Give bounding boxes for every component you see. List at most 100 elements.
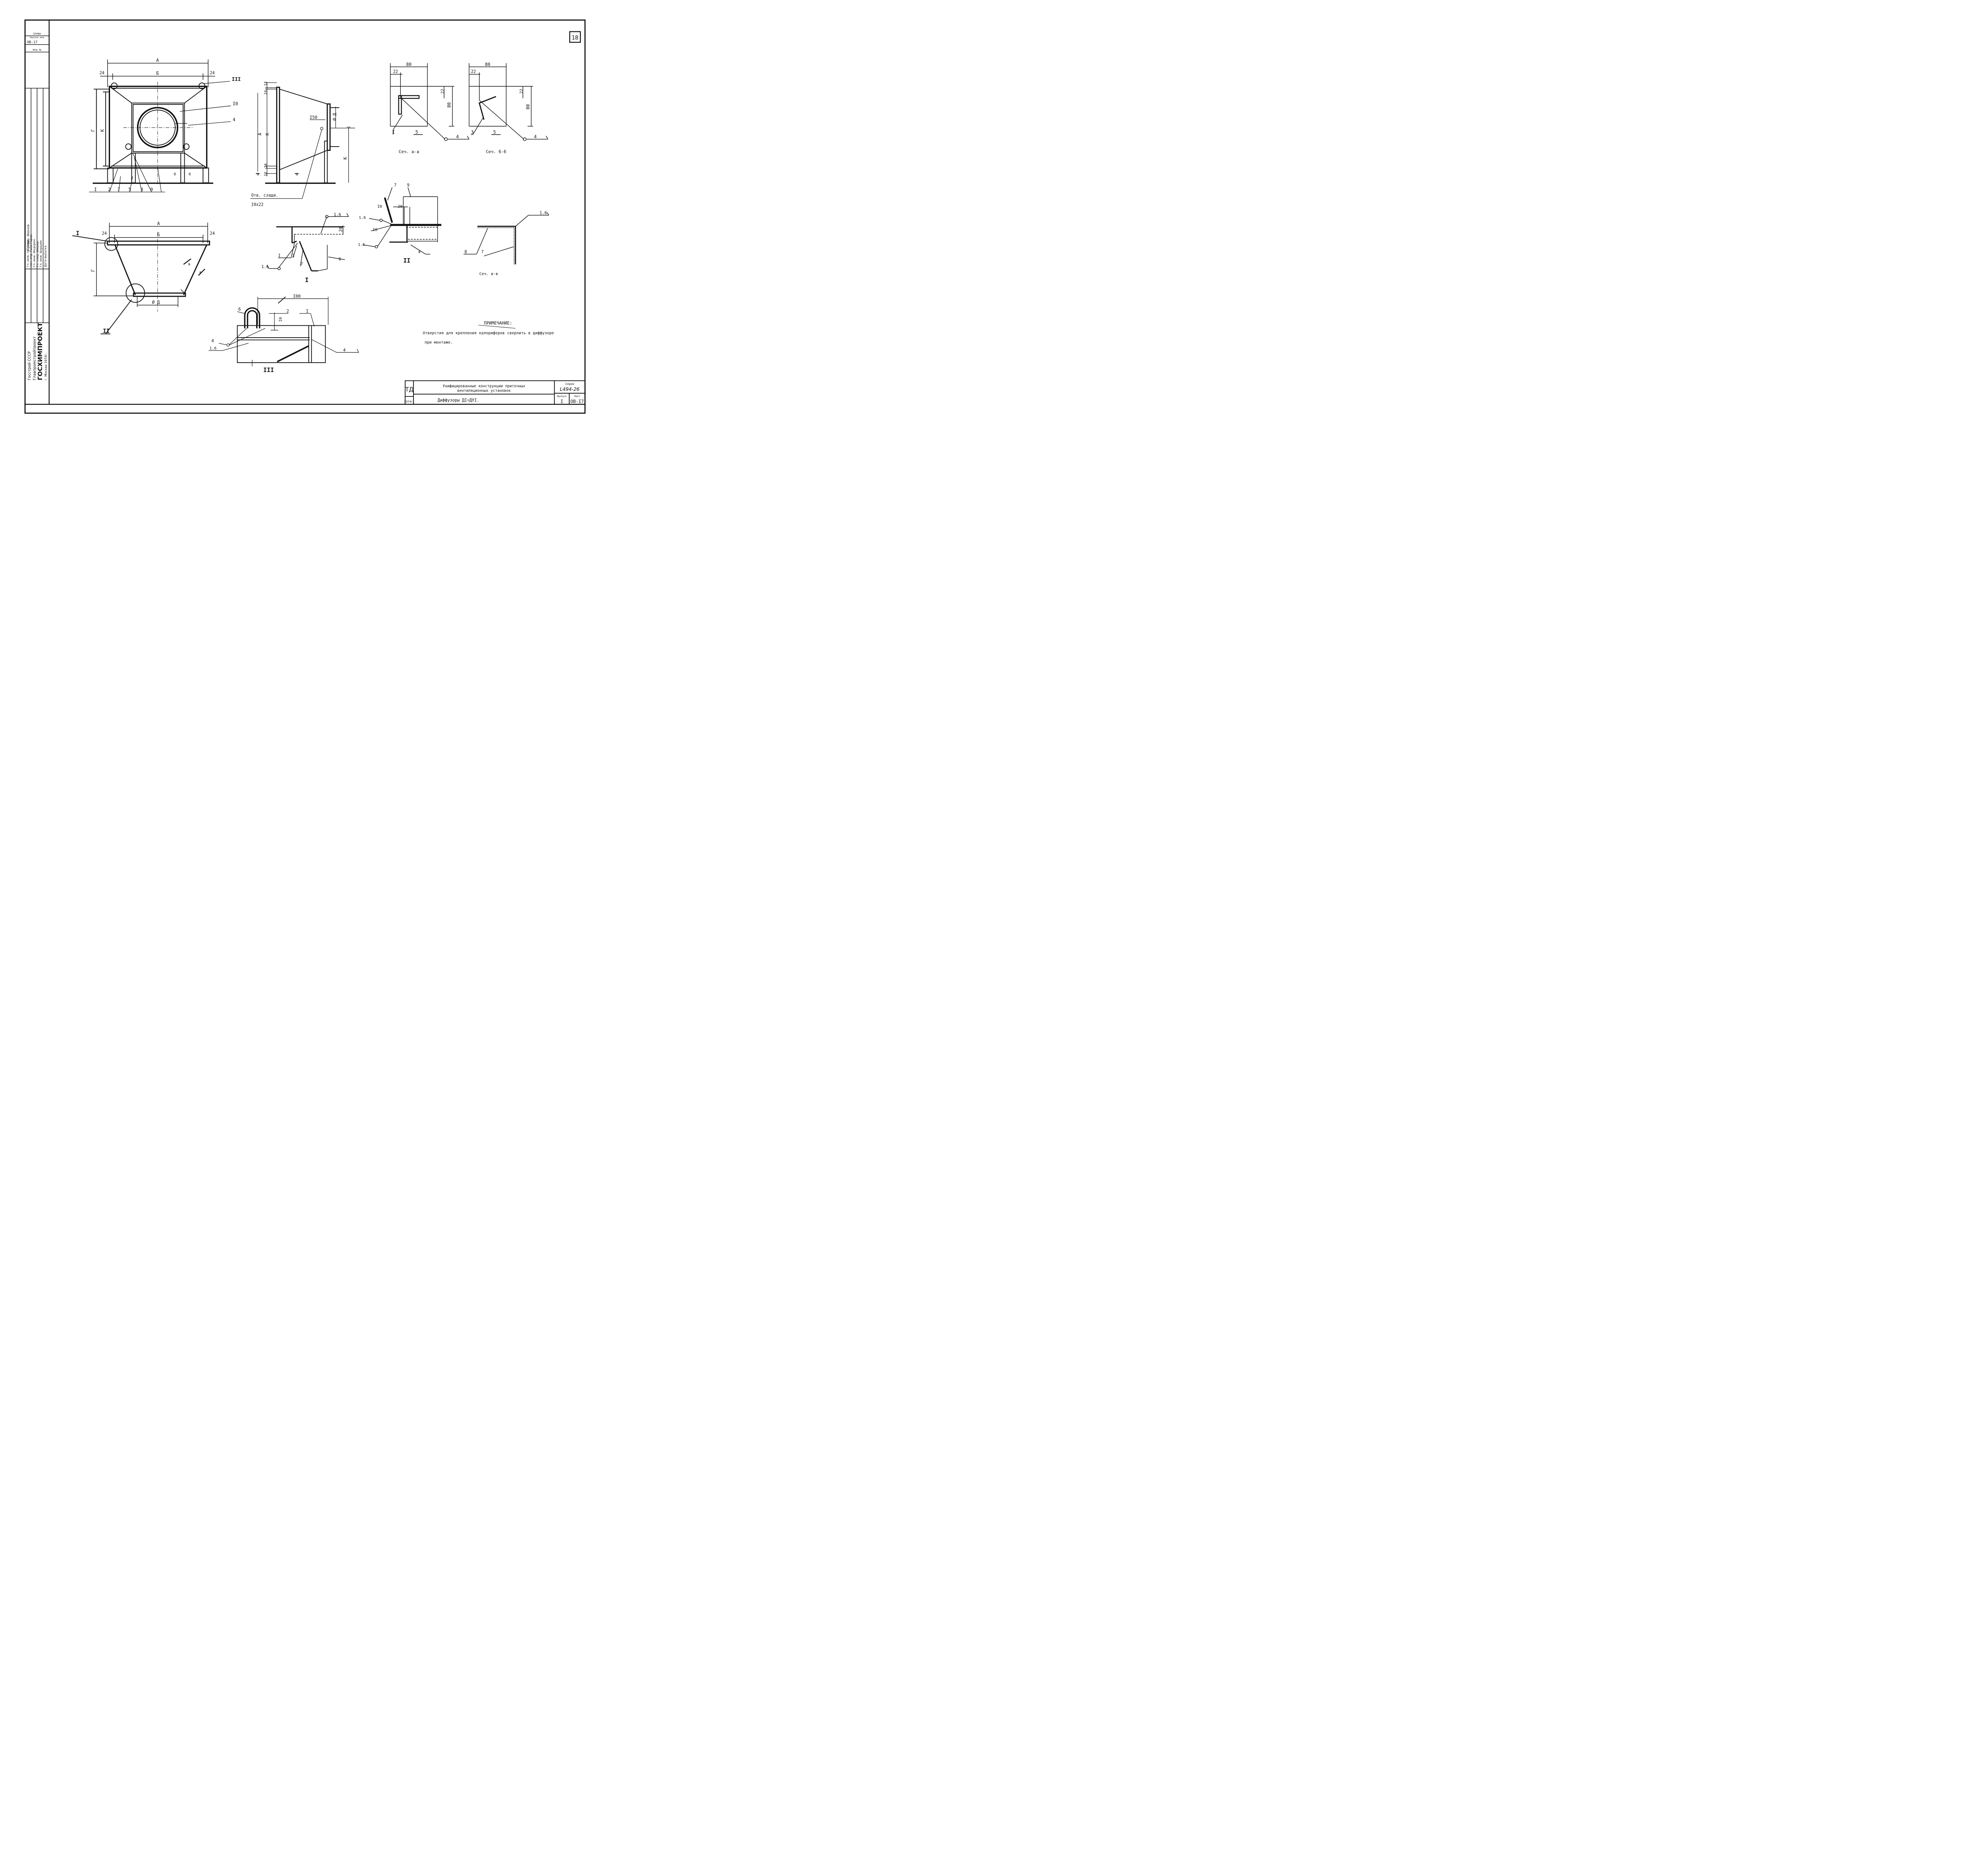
bb-caption: Сеч. б-б: [486, 149, 506, 154]
detail-i: 1.6 20 I 3 7 9 1.6 I: [261, 213, 349, 284]
detail-iii-label-2: 2: [286, 309, 289, 314]
ref-value: ОВ-17: [27, 41, 38, 44]
aa-weld: 4: [456, 134, 459, 139]
side-dim-k-right: К: [343, 157, 348, 160]
front-dim-i: Г: [91, 129, 96, 132]
detail-ii-label-9: 9: [407, 183, 410, 187]
front-label-1: I: [94, 187, 97, 192]
plan-callout-ii: II: [103, 328, 110, 334]
front-label-3: 3: [141, 187, 143, 192]
org-line-2: Главпромстройпроект: [33, 336, 37, 380]
detail-i-label-1: I: [278, 253, 280, 258]
plan-section-v-upper: в: [188, 262, 191, 267]
sig-row-6: Дата выпуска: [44, 245, 47, 267]
bb-label-5: 5: [493, 129, 496, 135]
detail-iii-label-1: I: [306, 309, 308, 314]
sig-row-1: Гл. инж. пр. Геор.: [26, 239, 29, 267]
detail-iii-weld-small: 1.6: [210, 346, 217, 351]
plan-dim-g: Г: [91, 269, 96, 272]
detail-i-title: I: [305, 276, 309, 284]
front-dim-a: А: [156, 58, 159, 63]
detail-i-label-9: 9: [338, 257, 341, 262]
detail-iii-title: III: [263, 366, 274, 373]
front-label-7: 7: [117, 187, 120, 192]
side-dim-k: К: [265, 133, 270, 135]
side-dim-a: А: [257, 133, 263, 135]
detail-ii-weld-top: 1.6: [359, 216, 366, 220]
detail-iii-dim-10: I0: [279, 317, 283, 322]
aa-dim-22-right: 22: [440, 89, 445, 94]
front-view: А Б 24 24 Г К I0 4 III I 2 7 5 3 9 б б: [89, 58, 241, 192]
plan-dim-24-left: 24: [102, 231, 106, 236]
section-aa: 80 22 22 80 I 5 4 Сеч. а-а: [390, 62, 469, 154]
side-dim-d: Ø Д: [332, 113, 337, 121]
title-code: ТД: [405, 386, 413, 393]
front-label-2: 2: [108, 187, 111, 192]
detail-iii: 6 I00 2 I I0 4 1.6 4 III: [209, 294, 359, 373]
check-label: Провер. Иванов: [27, 224, 30, 251]
detail-ii-label-7: 7: [394, 183, 396, 187]
plan-callout-i: I: [76, 230, 79, 237]
series-label: Серия: [565, 383, 574, 386]
issue-label: Выпуск: [557, 395, 567, 398]
ref-label: Чертеж. инв.: [29, 37, 45, 39]
vv-label-7: 7: [481, 250, 483, 255]
side-note-size: I0х22: [251, 202, 264, 207]
title-year: 1974г.: [404, 400, 415, 403]
note-block: ПРИМЕЧАНИЕ: Отверстия для крепления кало…: [423, 321, 554, 345]
org-line-1: Госстрой СССР: [27, 351, 32, 380]
note-heading: ПРИМЕЧАНИЕ:: [484, 321, 512, 326]
vv-caption: Сеч. в-в: [479, 272, 498, 276]
front-section-b-left: б: [174, 172, 176, 176]
aa-label-1: I: [392, 129, 395, 135]
front-callout-4: 4: [233, 117, 236, 122]
front-section-b-right: б: [189, 172, 191, 176]
issue-value: I: [560, 399, 563, 404]
bb-dim-22-left: 22: [471, 70, 476, 74]
detail-i-label-3: 3: [292, 253, 294, 258]
sig-row-3: Гл. инж. Федорен.: [33, 238, 36, 267]
left-stamp-strip: Шифр Чертеж. инв. ОВ-17 Инв. № Гл. инж. …: [25, 33, 49, 380]
vv-weld: 1.6: [539, 211, 547, 215]
sig-row-4: Гл. спец. Фишер.: [36, 240, 39, 267]
plan-section-v-lower: в: [199, 270, 202, 275]
detail-ii-dim-10-top: I0: [377, 205, 382, 209]
bb-label-3: 3: [471, 129, 474, 135]
section-vv: 1.6 8 7 Сеч. в-в: [464, 211, 549, 276]
sheet-number: 18: [572, 35, 578, 41]
detail-ii-dim-20: 20: [398, 205, 402, 209]
aa-dim-22-left: 22: [393, 70, 398, 74]
front-dim-24-right: 24: [210, 71, 214, 75]
detail-iii-dim-100: I00: [293, 294, 301, 299]
side-dim-24-top: 24: [264, 90, 268, 95]
detail-ii-weld-bottom: 1.6: [358, 243, 365, 247]
detail-ii-dim-10-mid: I0: [373, 228, 377, 232]
vv-label-8: 8: [464, 250, 467, 255]
detail-ii: 7 9 I0 20 1.6 I0 1.6 4 II: [358, 183, 442, 264]
front-callout-10: I0: [233, 101, 238, 106]
bb-dim-22-right: 22: [519, 89, 524, 94]
front-dim-b: Б: [156, 71, 159, 76]
sig-row-5: Гл. инж. Борщем.: [39, 240, 43, 267]
side-dim-24-bot: 24: [264, 163, 268, 168]
title-block: ТД 1974г. Унифицированные конструкции пр…: [404, 380, 585, 405]
drawing-sheet: 18 Шифр Чертеж. инв. ОВ-17 Инв. № Гл. ин…: [0, 0, 613, 438]
detail-ii-label-4: 4: [418, 250, 421, 255]
detail-iii-weld-left: 4: [211, 338, 214, 344]
sheet-number-box: 18: [569, 31, 581, 43]
bb-dim-80-top: 80: [485, 62, 491, 67]
side-view: 12 24 А К 24 12 I50 Ø Д К а а Отв. сзади…: [250, 81, 355, 207]
front-label-5: 5: [128, 187, 131, 192]
aa-dim-80-top: 80: [406, 62, 412, 67]
title-line-1: Унифицированные конструкции приточных: [442, 384, 525, 388]
side-section-a-left: а: [257, 172, 259, 176]
sig-row-2: Нач. отд. Гаев-Гаров.: [29, 234, 33, 267]
detail-iii-label-6: 6: [238, 307, 241, 312]
plan-dim-d: Ø Д: [152, 300, 160, 305]
aa-dim-80-side: 80: [446, 102, 452, 108]
front-callout-iii: III: [232, 76, 241, 82]
title-drawing-name: Диффузоры ДI÷ДУI.: [438, 398, 479, 403]
side-section-a-right: а: [296, 172, 298, 176]
org-city: г. Москва 1974г.: [44, 353, 48, 380]
inv-label: Инв. №: [33, 49, 41, 52]
